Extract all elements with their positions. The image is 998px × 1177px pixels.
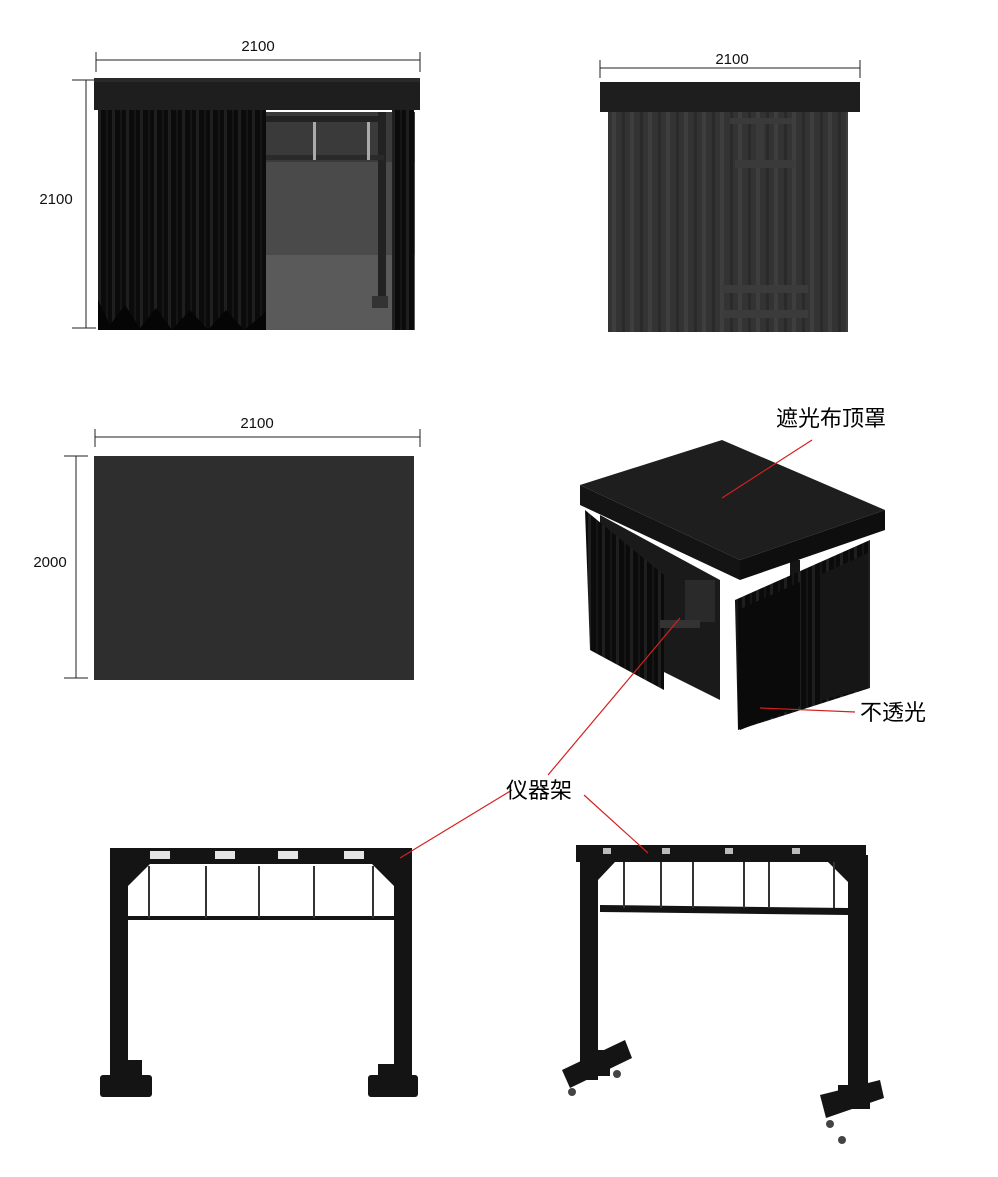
leader-opaque	[759, 707, 856, 713]
side-width-label: 2100	[240, 415, 273, 432]
front-height-label: 2100	[39, 191, 72, 208]
front-left-curtain	[98, 108, 266, 330]
front-right-curtain	[392, 108, 414, 330]
back-curtain	[608, 110, 848, 332]
front-top-cover	[94, 78, 420, 110]
back-width-label: 2100	[715, 51, 748, 68]
rack-iso	[562, 845, 884, 1144]
isometric-view	[580, 440, 885, 730]
leader-rack-to-iso	[547, 617, 681, 776]
side-width-dimension	[94, 429, 421, 447]
front-width-dimension	[95, 52, 421, 72]
iso-top-cover-top	[580, 440, 885, 560]
front-width-label: 2100	[241, 38, 274, 55]
callout-top-cover: 遮光布顶罩	[776, 407, 886, 432]
iso-left-curtain	[585, 510, 664, 690]
front-height-dimension	[72, 79, 96, 329]
callout-opaque: 不透光	[860, 701, 926, 726]
callout-rack: 仪器架	[506, 779, 572, 804]
leader-lines	[399, 439, 856, 859]
back-width-dimension	[599, 60, 861, 78]
rack-front	[100, 848, 418, 1097]
leader-rack-to-right	[583, 794, 649, 854]
front-frame-post	[378, 112, 386, 302]
back-top-cover	[600, 82, 860, 112]
side-panel	[94, 456, 414, 680]
side-view: 2100 2000	[33, 415, 421, 680]
leader-top-cover	[721, 439, 813, 499]
side-height-label: 2000	[33, 554, 66, 571]
leader-rack-to-front	[399, 789, 513, 859]
back-view: 2100	[599, 51, 861, 332]
front-view: 2100 2100	[39, 38, 421, 330]
side-height-dimension	[64, 455, 88, 679]
